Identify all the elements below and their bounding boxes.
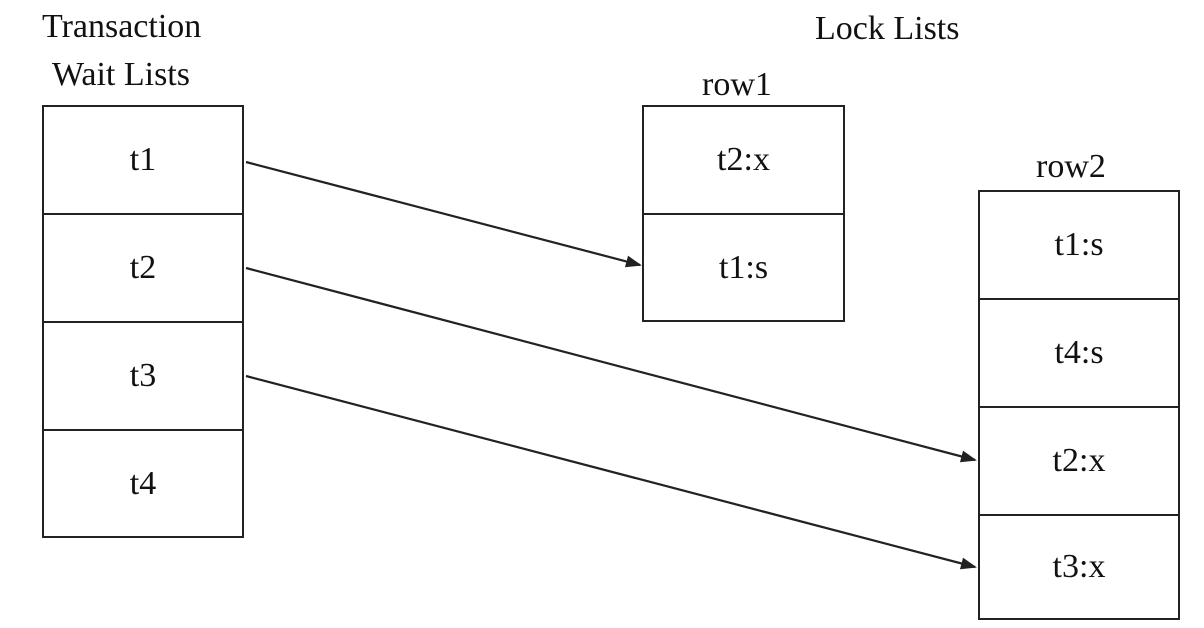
row2-entry-t2-x: t2:x <box>980 408 1178 516</box>
row1-entry-t1-s: t1:s <box>718 248 769 286</box>
row2-label: row2 <box>1036 148 1106 185</box>
transaction-cell-t4: t4 <box>129 464 157 502</box>
transaction-cell-t1: t1 <box>44 107 242 215</box>
transaction-wait-lists-heading-line-2: Wait Lists <box>52 56 190 93</box>
row2-entry-t1-s: t1:s <box>980 192 1178 300</box>
arrow-t3-to-row2 <box>245 374 977 570</box>
lock-lists-heading: Lock Lists <box>815 10 960 47</box>
arrow-t1-to-row1 <box>245 160 642 268</box>
row1-entry-t2-x: t2:x <box>644 107 843 215</box>
row2-lock-list-box: t1:s t4:s t2:x t3:x <box>978 190 1180 620</box>
row2-entry-t3-x: t3:x <box>1052 548 1106 585</box>
transaction-cell-t2: t2 <box>44 215 242 323</box>
arrow-t2-to-row2 <box>245 266 977 463</box>
transaction-wait-list-box: t1 t2 t3 t4 <box>42 105 244 538</box>
row2-entry-t4-s: t4:s <box>980 300 1178 408</box>
row1-label: row1 <box>702 66 772 103</box>
transaction-wait-lists-heading-line-1: Transaction <box>42 8 202 45</box>
row1-lock-list-box: t2:x t1:s <box>642 105 845 322</box>
transaction-cell-t3: t3 <box>44 323 242 431</box>
